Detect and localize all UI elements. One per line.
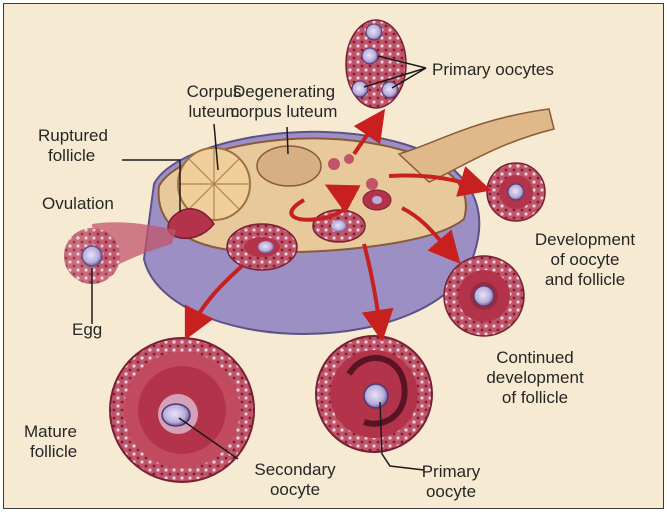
- primary-oocyte-follicle: [316, 336, 432, 452]
- label-continued-development: Continued development of follicle: [460, 348, 610, 408]
- label-primary-oocyte: Primary oocyte: [396, 462, 506, 502]
- label-mature-follicle: Mature follicle: [24, 422, 77, 462]
- developing-follicle: [487, 163, 545, 221]
- label-degenerating-corpus-luteum: Degenerating corpus luteum: [194, 82, 374, 122]
- label-ovulation: Ovulation: [42, 194, 114, 214]
- label-ruptured-follicle: Ruptured follicle: [38, 126, 108, 166]
- label-egg: Egg: [72, 320, 102, 340]
- label-secondary-oocyte: Secondary oocyte: [230, 460, 360, 500]
- label-development-oocyte-follicle: Development of oocyte and follicle: [510, 230, 660, 290]
- ovary-follicle-2: [227, 224, 297, 270]
- label-primary-oocytes: Primary oocytes: [432, 60, 554, 80]
- degenerating-corpus-luteum: [257, 146, 321, 186]
- diagram-frame: Corpus luteum Degenerating corpus luteum…: [3, 3, 664, 509]
